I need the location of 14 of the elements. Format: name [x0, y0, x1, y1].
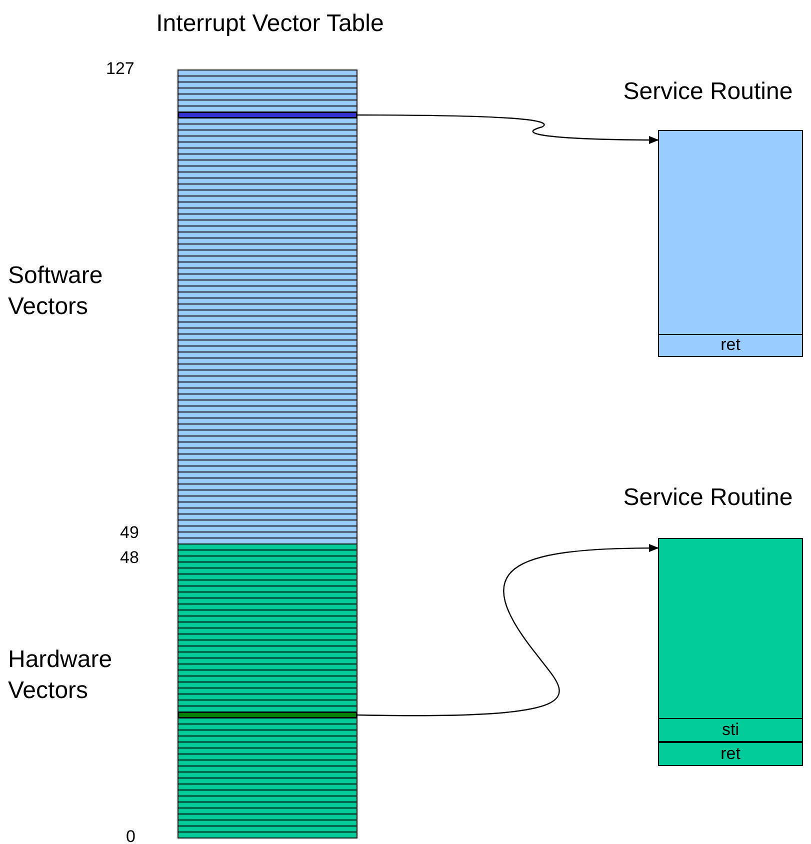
vector-number: 48	[120, 547, 140, 569]
highlighted-vector-row	[178, 112, 357, 118]
table-title: Interrupt Vector Table	[155, 10, 385, 38]
vector-number: 127	[106, 58, 136, 80]
routine-heading: Service Routine	[622, 484, 794, 512]
vector-number: 49	[120, 522, 140, 544]
highlighted-vector-row	[178, 712, 357, 718]
routine-heading: Service Routine	[622, 78, 794, 106]
arrow	[357, 544, 659, 716]
vector-number: 0	[126, 826, 136, 844]
region-label: Hardware Vectors	[8, 645, 114, 706]
instruction-row: sti	[658, 718, 803, 742]
region-label: Software Vectors	[8, 261, 104, 322]
arrow	[357, 114, 659, 144]
